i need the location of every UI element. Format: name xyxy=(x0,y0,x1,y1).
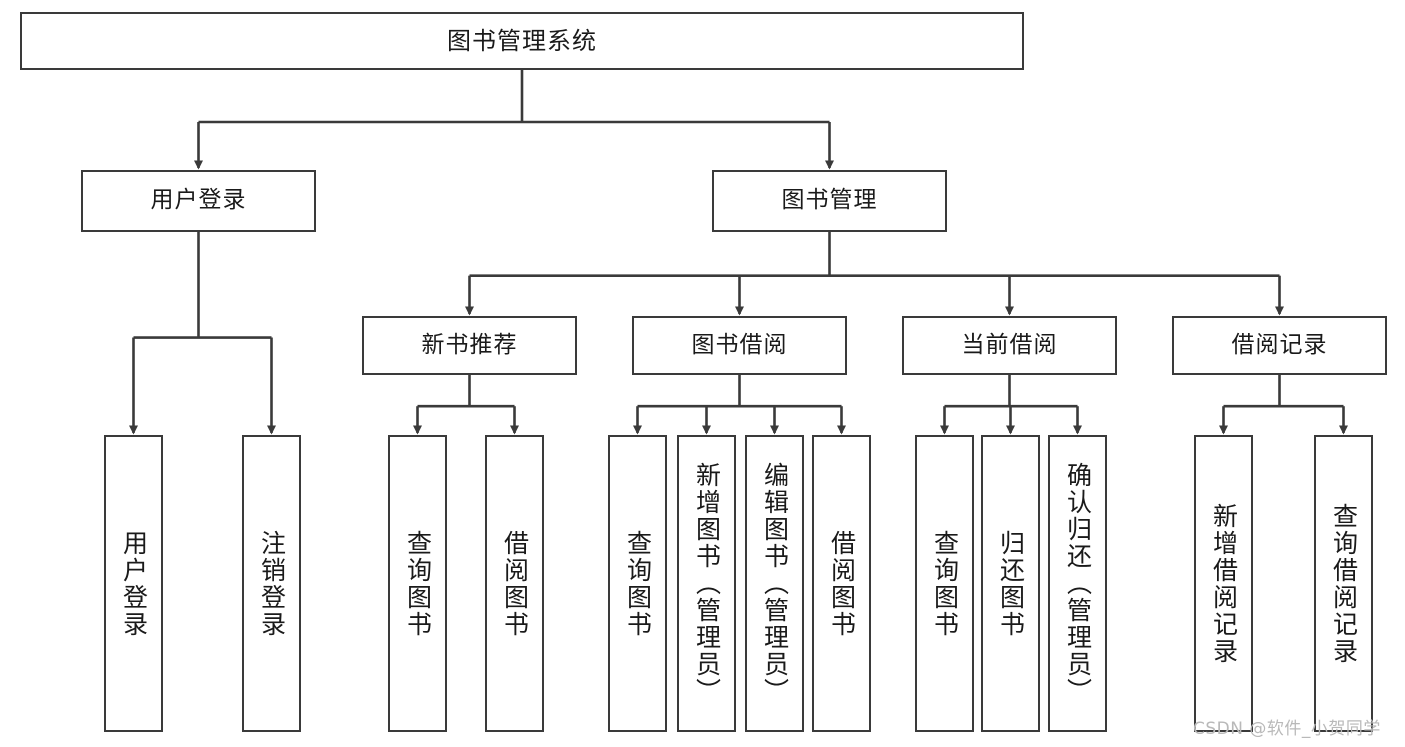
leaf-borrow-book-recommend[interactable]: 借阅图书 xyxy=(485,435,544,732)
leaf-add-book-admin[interactable]: 新增图书（管理员） xyxy=(677,435,736,732)
leaf-borrow-book[interactable]: 借阅图书 xyxy=(812,435,871,732)
leaf-user-login[interactable]: 用户登录 xyxy=(104,435,163,732)
node-book-borrow[interactable]: 图书借阅 xyxy=(632,316,847,375)
node-borrow-record[interactable]: 借阅记录 xyxy=(1172,316,1387,375)
node-book-manage[interactable]: 图书管理 xyxy=(712,170,947,232)
leaf-query-book-recommend[interactable]: 查询图书 xyxy=(388,435,447,732)
node-new-book-recommend[interactable]: 新书推荐 xyxy=(362,316,577,375)
csdn-watermark: CSDN @软件_小贺同学 xyxy=(1193,719,1381,739)
leaf-edit-book-admin[interactable]: 编辑图书（管理员） xyxy=(745,435,804,732)
node-current-borrow[interactable]: 当前借阅 xyxy=(902,316,1117,375)
leaf-add-borrow-record[interactable]: 新增借阅记录 xyxy=(1194,435,1253,732)
node-user-login[interactable]: 用户登录 xyxy=(81,170,316,232)
leaf-return-book[interactable]: 归还图书 xyxy=(981,435,1040,732)
leaf-logout[interactable]: 注销登录 xyxy=(242,435,301,732)
leaf-query-book-current[interactable]: 查询图书 xyxy=(915,435,974,732)
leaf-query-borrow-record[interactable]: 查询借阅记录 xyxy=(1314,435,1373,732)
node-root[interactable]: 图书管理系统 xyxy=(20,12,1024,70)
leaf-confirm-return-admin[interactable]: 确认归还（管理员） xyxy=(1048,435,1107,732)
leaf-query-book-borrow[interactable]: 查询图书 xyxy=(608,435,667,732)
